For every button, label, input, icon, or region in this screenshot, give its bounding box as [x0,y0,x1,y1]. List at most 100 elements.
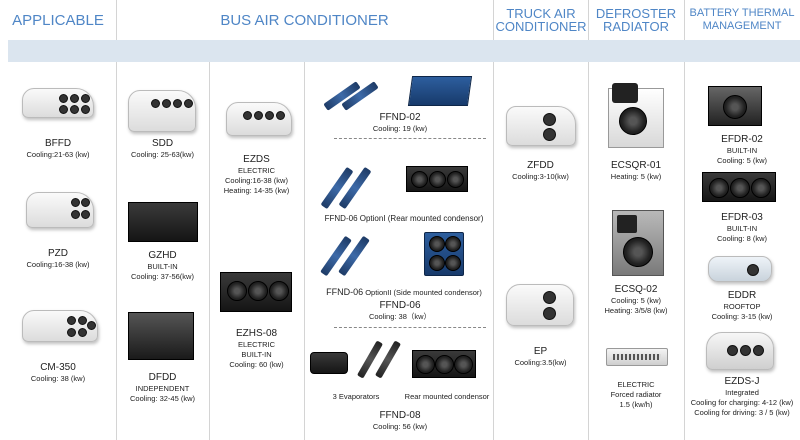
product-spec-driving: Cooling for driving: 3 / 5 (kw) [694,408,790,417]
product-option-text: OptionII (Side mounted condensor) [365,288,482,297]
product-name: EP [533,346,548,357]
product-spec: Cooling:16-38 (kw) [26,260,90,269]
ffnd06-label: FFND-06 Cooling: 38（kw） [330,300,470,322]
product-spec: Cooling: 3-15 (kw) [711,312,773,321]
ffnd06-opt2-label: FFND-06 OptionII (Side mounted condensor… [314,286,494,298]
efdr03-label: EFDR-03 BUILT-IN Cooling: 8 (kw) [684,212,800,244]
product-name: FFND-02 [379,112,421,123]
product-name: ECSQ-02 [614,284,658,295]
product-spec-heating: Heating: 14-35 (kw) [223,186,290,195]
separator [334,327,486,328]
ecsqr01-product-image [608,83,664,148]
ffnd06-opt2-evaporator-image [318,235,380,277]
ezds-product-image [226,102,292,136]
product-name: EZDS [243,154,270,165]
product-spec: Cooling:16-38 (kw) [225,176,288,185]
product-name: DFDD [148,372,177,383]
product-spec: Cooling: 56 (kw) [372,422,428,431]
header-truck-air-conditioner: TRUCK AIR CONDITIONER [495,6,587,34]
column-divider [588,0,589,440]
ecsq02-product-image [612,210,664,276]
ffnd08-evaporator-bars-image [350,340,408,380]
header-applicable: APPLICABLE [12,11,104,29]
zfdd-product-image [506,106,576,146]
product-name: ZFDD [527,160,554,171]
ezdsj-label: EZDS-J Integrated Cooling for charging: … [684,376,800,418]
product-name: GZHD [148,250,177,261]
product-spec: Heating: 5 (kw) [610,172,662,181]
product-spec: Cooling: 5 (kw) [716,156,768,165]
ffnd06-opt2-condenser-image [424,232,464,276]
sdd-label: SDD Cooling: 25-63(kw) [116,138,209,160]
product-spec: Cooling: 8 (kw) [716,234,768,243]
product-option-text: FFND-06 OptionI (Rear mounted condensor) [324,214,484,223]
efdr02-label: EFDR-02 BUILT-IN Cooling: 5 (kw) [684,134,800,166]
product-spec: Cooling: 25-63(kw) [131,150,194,159]
product-name: FFND-06 [379,300,421,311]
product-sub2: BUILT-IN [241,350,272,359]
ffnd06-opt1-evaporator-image [318,166,382,210]
cm350-label: CM-350 Cooling: 38 (kw) [0,362,116,384]
pzd-label: PZD Cooling:16-38 (kw) [0,248,116,270]
product-name: BFFD [44,138,72,149]
ffnd08-evaporator-image [310,352,348,374]
product-spec: Cooling:21-63 (kw) [26,150,90,159]
column-divider [493,0,494,440]
efdr03-product-image [702,172,776,202]
product-sub: ELECTRIC [237,340,276,349]
ffnd08-condenser-image [412,350,476,378]
product-name: CM-350 [40,362,76,373]
cm350-product-image [22,310,98,342]
product-spec: Cooling: 37-56(kw) [131,272,194,281]
product-spec: Cooling: 60 (kw) [229,360,284,369]
product-sub: BUILT-IN [726,146,758,155]
ffnd06-opt1-label: FFND-06 OptionI (Rear mounted condensor) [318,214,490,224]
product-name: ELECTRIC [617,380,655,389]
gzhd-product-image [128,202,198,242]
dfdd-product-image [128,312,194,360]
product-spec: Cooling: 5 (kw) [610,296,662,305]
efdr02-product-image [708,86,762,126]
product-sub: ROOFTOP [723,302,761,311]
ezhs08-label: EZHS-08 ELECTRIC BUILT-IN Cooling: 60 (k… [209,328,304,370]
column-divider [209,40,210,440]
eddr-label: EDDR ROOFTOP Cooling: 3-15 (kw) [684,290,800,322]
product-sub: Integrated [725,388,759,397]
product-spec: Cooling:3-10(kw) [512,172,569,181]
product-spec: 1.5 (kw/h) [619,400,653,409]
product-sub: ELECTRIC [237,166,276,175]
ffnd02-label: FFND-02 Cooling: 19 (kw) [330,112,470,134]
product-name: FFND-06 [326,287,364,297]
column-divider [684,0,685,440]
product-sub: Forced radiator [610,390,662,399]
product-sub: INDEPENDENT [135,384,190,393]
header-battery-thermal-management: BATTERY THERMAL MANAGEMENT [689,7,795,32]
product-spec: Cooling for charging: 4-12 (kw) [690,398,794,407]
product-name: FFND-08 [379,410,421,421]
column-divider [304,40,305,440]
product-spec: Cooling: 38（kw） [368,312,432,321]
header-bus-air-conditioner: BUS AIR CONDITIONER [220,11,389,29]
zfdd-label: ZFDD Cooling:3-10(kw) [493,160,588,182]
ecsqr01-label: ECSQR-01 Heating: 5 (kw) [588,160,684,182]
ffnd08-label: FFND-08 Cooling: 56 (kw) [330,410,470,432]
ffnd08-evaporators-caption: 3 Evaporators [332,392,380,401]
sdd-product-image [128,90,196,132]
bffd-product-image [22,88,94,118]
header-band [8,40,800,62]
product-name: EDDR [727,290,757,301]
ffnd02-condenser-image [407,76,473,106]
ezds-label: EZDS ELECTRIC Cooling:16-38 (kw) Heating… [209,154,304,196]
ffnd08-condensor-caption: Rear mounted condensor [404,392,490,401]
dfdd-label: DFDD INDEPENDENT Cooling: 32-45 (kw) [116,372,209,404]
ffnd02-evaporator-image [322,78,382,112]
product-name: EZHS-08 [235,328,278,339]
product-name: EFDR-03 [721,212,763,223]
ezhs08-product-image [220,272,292,312]
ffnd06-opt1-condenser-image [406,166,468,192]
ep-label: EP Cooling:3.5(kw) [493,346,588,368]
eddr-product-image [708,256,772,282]
product-name: EFDR-02 [721,134,763,145]
column-divider [116,0,117,440]
product-spec: Cooling:3.5(kw) [514,358,567,367]
